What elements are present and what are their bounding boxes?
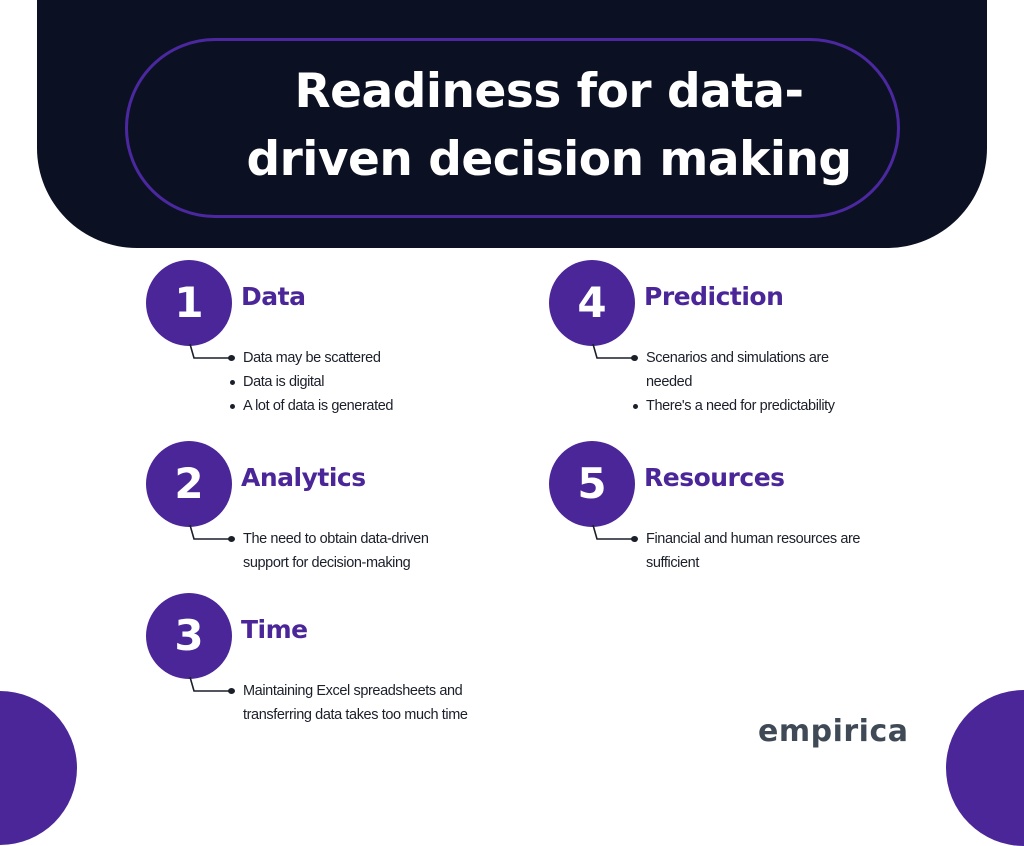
list-item: A lot of data is generated — [230, 394, 483, 418]
item-heading: Data — [241, 282, 306, 311]
bullet-dot-icon — [633, 404, 638, 409]
list-item: Data may be scattered — [228, 346, 483, 370]
item-resources: 5 Resources Financial and human resource… — [549, 441, 929, 611]
bullet-dot-icon — [631, 536, 638, 542]
bullet-dot-icon — [230, 404, 235, 409]
connector-line-icon — [189, 344, 229, 359]
connector-line-icon — [189, 525, 229, 540]
list-item: Data is digital — [230, 370, 483, 394]
bullet-list: The need to obtain data-driven support f… — [228, 527, 458, 575]
item-data: 1 Data Data may be scattered Data is dig… — [146, 260, 526, 430]
list-item: The need to obtain data-driven support f… — [228, 527, 458, 575]
brand-logo: empirica — [758, 714, 909, 749]
item-prediction: 4 Prediction Scenarios and simulations a… — [549, 260, 929, 430]
connector-line-icon — [189, 677, 229, 692]
number-badge: 1 — [146, 260, 232, 346]
title-line-2: driven decision making — [246, 132, 852, 187]
bullet-dot-icon — [228, 688, 235, 694]
list-item: Maintaining Excel spreadsheets and trans… — [228, 679, 468, 727]
item-analytics: 2 Analytics The need to obtain data-driv… — [146, 441, 526, 611]
item-heading: Prediction — [644, 282, 784, 311]
bullet-list: Maintaining Excel spreadsheets and trans… — [228, 679, 468, 727]
number-badge: 5 — [549, 441, 635, 527]
list-item: There's a need for predictability — [633, 394, 861, 418]
decorative-corner-circle — [0, 691, 77, 845]
bullet-list: Scenarios and simulations are needed The… — [631, 346, 861, 418]
header-banner: Readiness for data- driven decision maki… — [37, 0, 987, 248]
bullet-list: Data may be scattered Data is digital A … — [228, 346, 483, 418]
list-item: Financial and human resources are suffic… — [631, 527, 866, 575]
bullet-dot-icon — [230, 380, 235, 385]
item-heading: Resources — [644, 463, 785, 492]
bullet-dot-icon — [631, 355, 638, 361]
connector-line-icon — [592, 344, 632, 359]
item-time: 3 Time Maintaining Excel spreadsheets an… — [146, 593, 526, 763]
number-badge: 4 — [549, 260, 635, 346]
bullet-dot-icon — [228, 536, 235, 542]
list-item: Scenarios and simulations are needed — [631, 346, 861, 394]
decorative-corner-circle — [946, 690, 1024, 846]
number-badge: 3 — [146, 593, 232, 679]
title-outline — [125, 38, 900, 218]
item-heading: Analytics — [241, 463, 366, 492]
bullet-dot-icon — [228, 355, 235, 361]
title-line-1: Readiness for data- — [294, 64, 804, 119]
connector-line-icon — [592, 525, 632, 540]
number-badge: 2 — [146, 441, 232, 527]
item-heading: Time — [241, 615, 308, 644]
page-title: Readiness for data- driven decision maki… — [74, 58, 1024, 194]
bullet-list: Financial and human resources are suffic… — [631, 527, 866, 575]
